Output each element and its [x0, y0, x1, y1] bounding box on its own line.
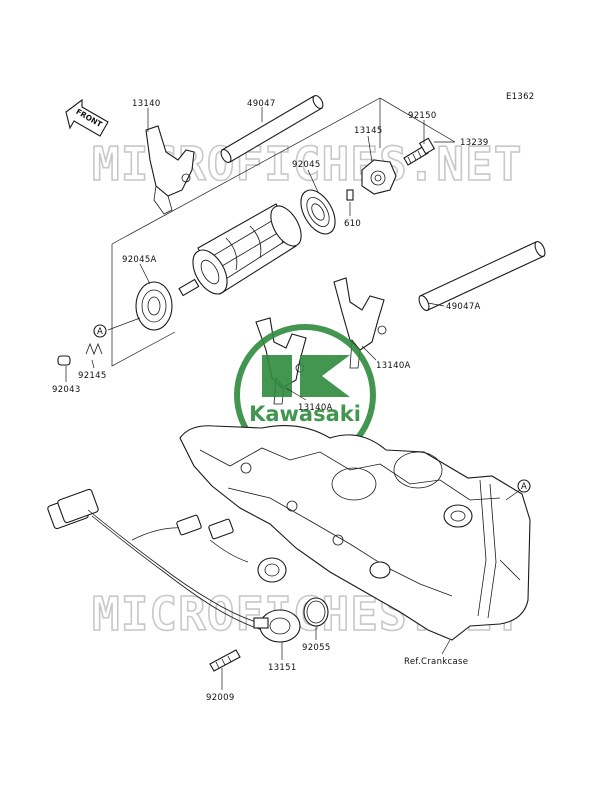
- label-92009: 92009: [206, 693, 235, 703]
- pin-92043: [57, 355, 71, 366]
- label-13140a-right: 13140A: [376, 361, 411, 371]
- assembly-bracket-lower: [111, 244, 176, 367]
- o-ring-92055: [303, 597, 329, 627]
- label-610: 610: [344, 219, 361, 229]
- label-a-right: A: [521, 482, 527, 492]
- bolt-92150: [403, 137, 436, 166]
- leader-lines: [65, 107, 521, 690]
- label-92045: 92045: [292, 160, 321, 170]
- callout-a-left: [93, 324, 107, 338]
- shift-fork-13140a-right: [333, 277, 387, 369]
- label-13151: 13151: [268, 663, 297, 673]
- label-92055: 92055: [302, 643, 331, 653]
- gear-position-sensor-13151: [253, 609, 301, 643]
- pin-610: [346, 189, 354, 201]
- diagram-code: E1362: [506, 92, 535, 102]
- label-92045a: 92045A: [122, 255, 157, 265]
- label-a-left: A: [97, 327, 103, 337]
- oil-seal-92045a: [135, 281, 173, 331]
- bearing-92045: [300, 189, 336, 235]
- label-ref-crankcase: Ref.Crankcase: [404, 657, 468, 667]
- front-arrow-icon: FRONT: [65, 98, 109, 137]
- callout-a-right: [517, 479, 531, 493]
- logo-text: Kawasaki: [249, 402, 361, 426]
- label-92043: 92043: [52, 385, 81, 395]
- shift-fork-13140: [145, 125, 195, 215]
- label-13140a-left: 13140A: [298, 403, 333, 413]
- shift-drum: [178, 203, 302, 297]
- label-92150: 92150: [408, 111, 437, 121]
- drum-cam-13145: [361, 159, 397, 195]
- label-13145: 13145: [354, 126, 383, 136]
- fork-shaft-49047: [220, 95, 324, 163]
- label-49047a: 49047A: [446, 302, 481, 312]
- fork-shaft-49047a: [418, 241, 546, 311]
- wiring-harness: [47, 488, 287, 631]
- label-13239: 13239: [460, 138, 489, 148]
- bolt-92009: [209, 649, 241, 672]
- label-49047: 49047: [247, 99, 276, 109]
- crankcase: [179, 425, 531, 641]
- label-92145: 92145: [78, 371, 107, 381]
- label-13140: 13140: [132, 99, 161, 109]
- spring-92145: [85, 342, 103, 356]
